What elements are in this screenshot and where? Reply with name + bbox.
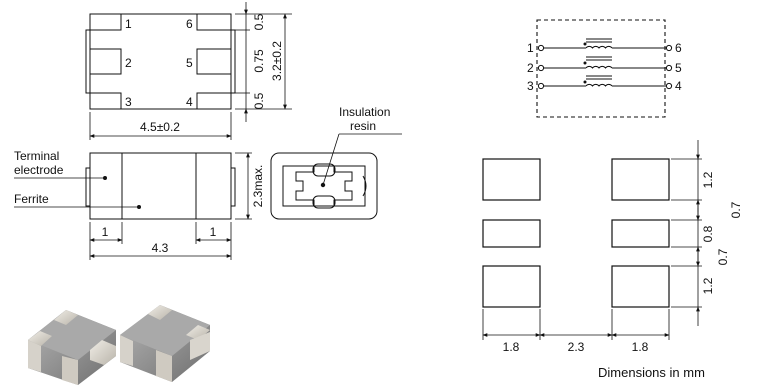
- terminal-pad-1: [89, 13, 122, 31]
- coil-2: [585, 65, 613, 69]
- schematic-pin-6: 6: [675, 41, 682, 55]
- coil-3: [585, 83, 613, 87]
- schematic-pin-1: 1: [527, 41, 534, 55]
- terminal-circle-6: [665, 44, 673, 52]
- dim-pad-mid: 0.8: [701, 225, 715, 242]
- terminal-circle-4: [665, 82, 673, 90]
- pin-label-6: 6: [186, 17, 193, 31]
- dim-land-center: 2.3: [568, 340, 585, 354]
- dim-pad-top: 1.2: [701, 171, 715, 188]
- pin-label-4: 4: [186, 95, 193, 109]
- label-resin: resin: [350, 119, 376, 133]
- dim-land-right: 1.8: [632, 340, 649, 354]
- terminal-circle-5: [665, 64, 673, 72]
- dim-land-left: 1.8: [503, 340, 520, 354]
- terminal-circle-2: [537, 64, 545, 72]
- pin-label-2: 2: [125, 56, 132, 70]
- terminal-pad-2: [89, 48, 122, 75]
- land-pad-mid-right: [611, 219, 670, 248]
- side-view: Terminal electrode Ferrite 2.3max. 1 1 4…: [14, 149, 265, 260]
- top-view: 1 6 2 5 3 4 0.5 0.75 0.5 3.2±0.2 4.5±0.2: [85, 2, 292, 140]
- dim-side-height: 2.3max.: [251, 165, 265, 208]
- terminal-callout-dot: [103, 176, 107, 180]
- terminal-circle-3: [537, 82, 545, 90]
- label-insulation: Insulation: [339, 105, 390, 119]
- dim-pad-bottom: 1.2: [701, 277, 715, 294]
- dim-overall-width: 4.5±0.2: [140, 120, 180, 134]
- resin-top: [312, 163, 336, 177]
- schematic-pin-4: 4: [675, 79, 682, 93]
- side-view-body: [89, 152, 232, 220]
- dim-body-length: 4.3: [152, 241, 169, 255]
- schematic-pin-5: 5: [675, 61, 682, 75]
- dim-mid-terminal: 0.75: [252, 49, 266, 73]
- label-electrode: electrode: [14, 163, 64, 177]
- schematic-pin-2: 2: [527, 61, 534, 75]
- pin-label-1: 1: [125, 17, 132, 31]
- pin-label-5: 5: [186, 56, 193, 70]
- terminal-pad-3: [89, 92, 122, 110]
- side-right-wrap: [230, 167, 236, 207]
- ferrite-core-shape: [295, 165, 353, 207]
- end-view-inner: [282, 165, 366, 207]
- top-view-body: [89, 13, 232, 110]
- terminal-pad-4: [196, 92, 232, 110]
- label-ferrite: Ferrite: [14, 192, 49, 206]
- land-pad-bottom-left: [482, 265, 541, 308]
- right-wrap: [230, 29, 236, 94]
- dim-gap-top: 0.7: [729, 201, 743, 218]
- land-pad-top-right: [611, 158, 670, 201]
- chip-photo-left: [28, 310, 116, 385]
- schematic: 1 2 3 6 5 4: [527, 19, 682, 118]
- label-terminal: Terminal: [14, 149, 59, 163]
- land-pattern: 1.2 0.7 0.8 0.7 1.2 1.8 2.3 1.8 Dimensio…: [482, 140, 743, 380]
- land-pad-bottom-right: [611, 265, 670, 308]
- schematic-pin-3: 3: [527, 79, 534, 93]
- ferrite-callout-dot: [137, 205, 141, 209]
- terminal-pad-6: [196, 13, 232, 31]
- land-pad-mid-left: [482, 219, 541, 248]
- chip-photo-right: [120, 305, 210, 382]
- coil-1: [585, 45, 613, 49]
- terminal-pad-5: [196, 48, 232, 75]
- pin-label-3: 3: [125, 95, 132, 109]
- resin-bottom: [312, 195, 336, 209]
- dim-overall-height: 3.2±0.2: [270, 41, 284, 81]
- dim-right-terminal: 1: [210, 225, 217, 239]
- end-view: Insulation resin: [270, 105, 402, 220]
- left-wrap: [85, 29, 91, 94]
- dim-top-terminal: 0.5: [252, 13, 266, 30]
- terminal-circle-1: [537, 44, 545, 52]
- end-view-outline: [270, 152, 378, 220]
- end-right-bump: [362, 175, 367, 197]
- side-left-wrap: [85, 167, 91, 207]
- land-pad-top-left: [482, 158, 541, 201]
- dim-bottom-terminal: 0.5: [252, 92, 266, 109]
- dim-gap-bottom: 0.7: [716, 248, 730, 265]
- dim-left-terminal: 1: [102, 225, 109, 239]
- dimensions-note: Dimensions in mm: [598, 365, 705, 380]
